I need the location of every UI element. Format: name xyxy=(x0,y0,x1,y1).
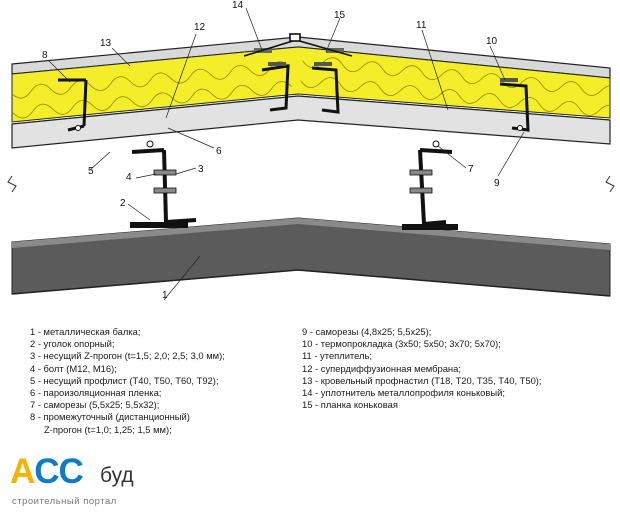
callout-10: 10 xyxy=(486,36,498,47)
callout-14: 14 xyxy=(232,0,244,11)
thermal-pad xyxy=(268,62,518,82)
callout-11: 11 xyxy=(416,20,427,31)
callout-6: 6 xyxy=(216,146,222,157)
legend-item: 9 - саморезы (4,8х25; 5,5х25); xyxy=(302,326,432,337)
legend-item: 2 - уголок опорный; xyxy=(30,338,115,350)
support-angle-left xyxy=(130,222,188,228)
logo-letter-a: A xyxy=(10,452,35,491)
bolt xyxy=(153,169,433,194)
legend-item: 7 - саморезы (5,5х25; 5,5х32); xyxy=(30,399,160,411)
legend-item: 13 - кровельный профнастил (Т18, Т20, Т3… xyxy=(302,374,542,386)
logo-suffix: буд xyxy=(100,464,134,487)
support-angle-right xyxy=(402,224,458,230)
callout-8: 8 xyxy=(42,50,48,61)
callout-7: 7 xyxy=(468,164,474,175)
callout-2: 2 xyxy=(120,198,126,209)
spacer-z-purlin-ridge-left xyxy=(261,64,290,112)
legend-item-continued: Z-прогон (t=1,0; 1,25; 1,5 мм); xyxy=(44,423,172,435)
insulation-layer xyxy=(11,46,611,123)
legend-item: 11 - утеплитель; xyxy=(302,350,372,362)
legend-left: 1 - металлическая балка; 2 - уголок опор… xyxy=(30,326,225,436)
legend-item: 14 - уплотнитель металлопрофиля коньковы… xyxy=(302,387,505,399)
load-bearing-z-purlin-right xyxy=(418,148,453,226)
acc-bud-logo[interactable]: ACC буд строительный портал xyxy=(8,452,148,512)
load-bearing-profiled-sheet xyxy=(11,95,611,149)
legend-item: 15 - планка коньковая xyxy=(302,399,398,411)
legend-item: 5 - несущий профлист (Т40, Т50, Т60, Т92… xyxy=(30,374,219,386)
metal-beam xyxy=(11,217,611,297)
callout-4: 4 xyxy=(126,172,132,183)
logo-wordmark: ACC xyxy=(10,452,84,492)
load-bearing-z-purlin-left xyxy=(131,148,197,224)
logo-tagline: строительный портал xyxy=(12,496,117,507)
callout-5: 5 xyxy=(88,166,94,177)
legend-item: 6 - пароизоляционная пленка; xyxy=(30,387,162,399)
roof-ridge-section-drawing: 8 13 12 14 15 11 10 5 6 4 3 2 7 9 1 xyxy=(7,0,615,300)
callout-12: 12 xyxy=(194,22,206,33)
leader-lines xyxy=(47,7,525,300)
legend-item: 10 - термопрокладка (3х50; 5х50; 3х70; 5… xyxy=(302,338,501,350)
callout-15: 15 xyxy=(334,10,346,21)
legend-item: 1 - металлическая балка; xyxy=(30,326,141,337)
legend-item: 4 - болт (М12, М16); xyxy=(30,362,117,374)
spacer-z-purlin-ridge-right xyxy=(311,66,340,114)
callout-3: 3 xyxy=(198,164,204,175)
legend-item: 3 - несущий Z-прогон (t=1,5; 2,0; 2,5; 3… xyxy=(30,350,225,362)
callout-13: 13 xyxy=(100,38,112,49)
ridge-cap-flashing xyxy=(243,33,353,57)
legend-right: 9 - саморезы (4,8х25; 5,5х25); 10 - терм… xyxy=(302,326,542,411)
callout-9: 9 xyxy=(494,178,500,189)
legend-item: 8 - промежуточный (дистанционный) xyxy=(30,411,190,423)
self-tapping-screw xyxy=(75,125,523,148)
callout-1: 1 xyxy=(162,290,168,300)
legend-item: 12 - супердиффузионная мембрана; xyxy=(302,362,461,374)
logo-letters-cc: CC xyxy=(34,452,84,491)
break-mark xyxy=(7,175,615,193)
